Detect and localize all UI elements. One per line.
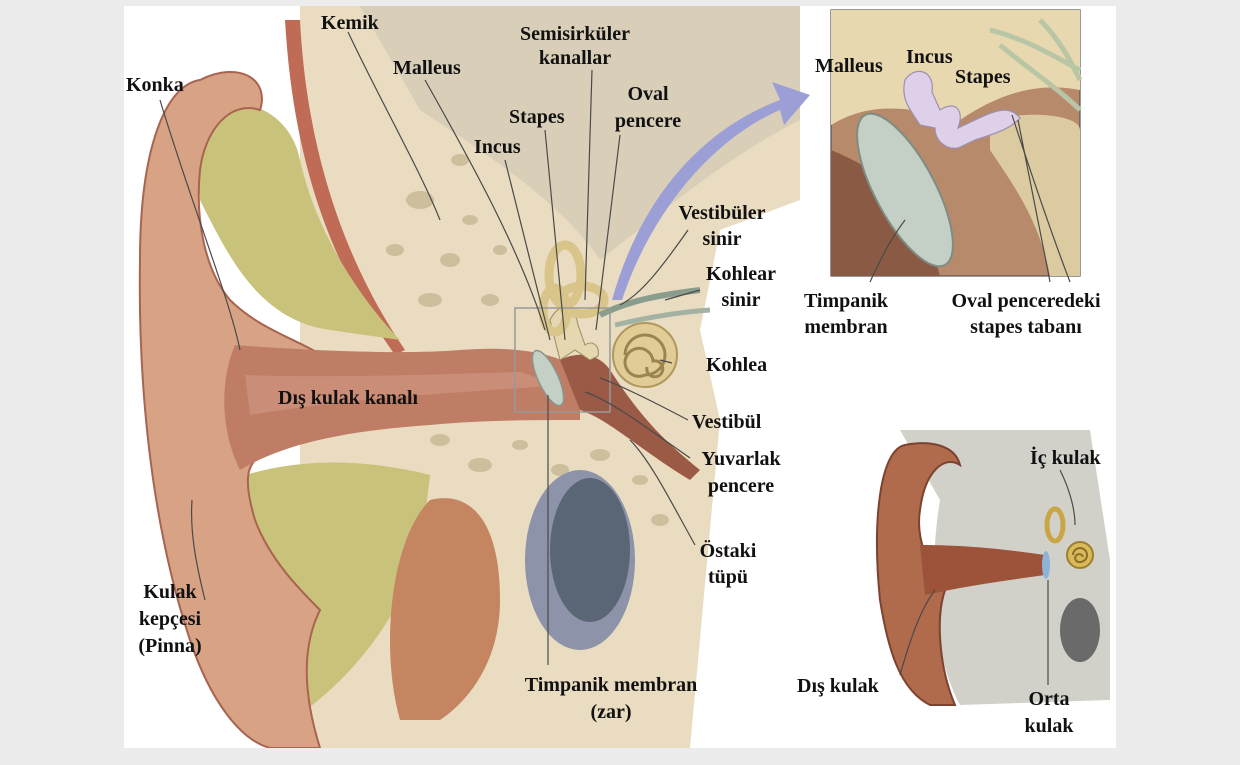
ossicle-inset [831,10,1080,282]
label-ostaki: Östaki [700,539,757,562]
overview-label-dis-kulak: Dış kulak [797,675,880,697]
label-semisirkuler: Semisirküler [520,23,630,45]
label-yuvarlak-pencere: pencere [708,475,774,497]
main-ear-section [140,6,810,748]
label-vestibuler: Vestibüler [678,202,765,224]
label-kulak: Kulak [143,581,197,603]
inset-label-oval-penceredeki: Oval penceredeki [951,290,1101,312]
label-kanallar: kanallar [539,47,611,69]
label-incus: Incus [474,136,521,158]
label-kohlear: Kohlear [706,263,776,285]
label-kohlea: Kohlea [706,354,767,376]
label-tupu: tüpü [708,566,748,588]
label-zar: (zar) [590,701,631,723]
label-pinna: (Pinna) [138,635,201,657]
label-pencere: pencere [615,110,681,132]
inset-label-incus: Incus [906,46,953,68]
ear-overview [877,430,1110,705]
label-vestibuler-sinir: sinir [703,228,742,250]
label-konka: Konka [126,74,184,96]
inset-label-membran: membran [804,316,887,338]
label-oval: Oval [627,83,669,105]
overview-label-orta: Orta [1028,688,1069,710]
label-kohlear-sinir: sinir [722,289,761,311]
overview-eardrum [1042,551,1050,579]
label-kepcesi: kepçesi [139,608,202,630]
figure-frame: Kemik Konka Malleus Semisirküler kanalla… [124,6,1116,748]
ear-anatomy-diagram: Kemik Konka Malleus Semisirküler kanalla… [124,6,1116,748]
jugular-vessel-inner [550,478,630,622]
inset-label-stapes-tabani: stapes tabanı [970,316,1082,338]
label-stapes: Stapes [509,106,565,128]
inset-label-timpanik: Timpanik [804,290,889,312]
overview-label-kulak: kulak [1025,715,1075,737]
label-malleus: Malleus [393,57,461,79]
inset-label-stapes: Stapes [955,66,1011,88]
label-yuvarlak: Yuvarlak [701,448,781,470]
label-dis-kulak-kanali: Dış kulak kanalı [278,387,419,409]
label-kemik: Kemik [321,12,380,34]
label-vestibul: Vestibül [692,411,762,433]
overview-eustachian [1060,598,1100,662]
cochlea [613,323,677,387]
inset-label-malleus: Malleus [815,55,883,77]
overview-label-ic-kulak: İç kulak [1030,445,1101,469]
label-timpanik-membran: Timpanik membran [525,674,697,696]
